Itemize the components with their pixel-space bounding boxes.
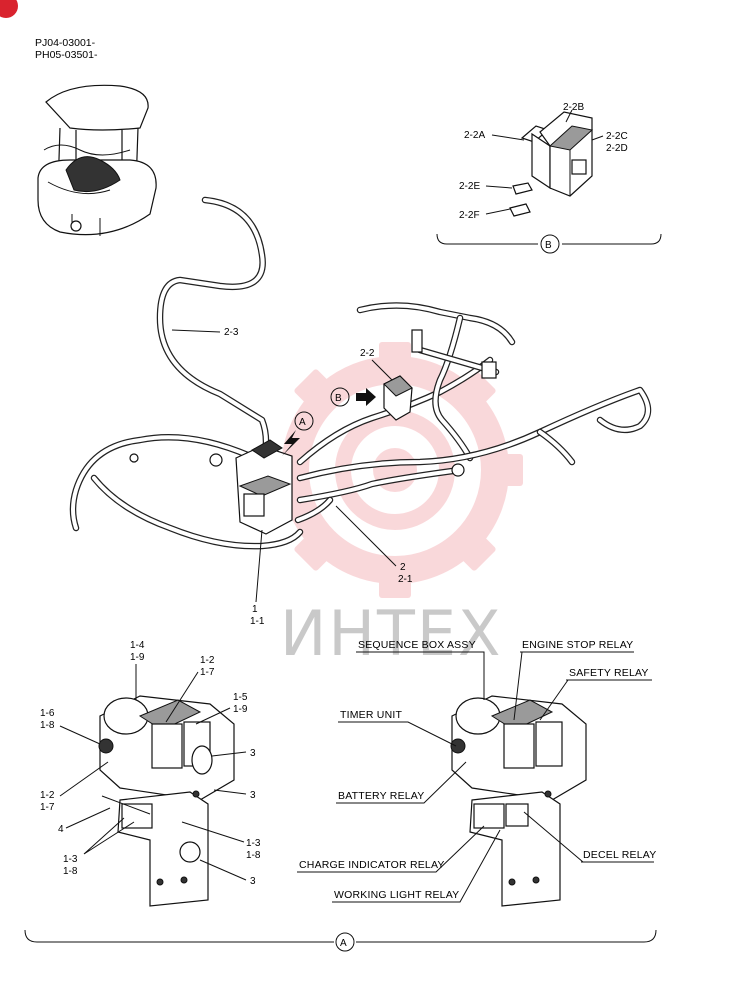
label-1-2b: 1-2 [40, 790, 55, 801]
label-2-2d: 2-2D [606, 143, 628, 154]
label-2-2b: 2-2B [563, 102, 584, 113]
label-2: 2 [400, 562, 406, 573]
label-2-2f: 2-2F [459, 210, 480, 221]
corner-badge [0, 0, 18, 18]
label-3b: 3 [250, 790, 256, 801]
view-b-marker-bottom: B [545, 240, 552, 251]
relay-callouts: SEQUENCE BOX ASSY ENGINE STOP RELAY SAFE… [297, 639, 656, 903]
label-1-3b: 1-3 [63, 854, 78, 865]
model-code-2: PH05-03501- [35, 49, 98, 61]
label-2-2e: 2-2E [459, 181, 480, 192]
callout-charge-indicator-relay: CHARGE INDICATOR RELAY [299, 859, 445, 871]
label-2-2a: 2-2A [464, 130, 485, 141]
label-2-2c: 2-2C [606, 131, 628, 142]
callout-safety-relay: SAFETY RELAY [569, 667, 649, 679]
label-1-4: 1-4 [130, 640, 145, 651]
label-1: 1 [252, 604, 258, 615]
label-3a: 3 [250, 748, 256, 759]
view-a-arrow: A [282, 411, 314, 456]
callout-battery-relay: BATTERY RELAY [338, 790, 424, 802]
label-1-5: 1-5 [233, 692, 248, 703]
label-3c: 3 [250, 876, 256, 887]
label-1-7a: 1-7 [200, 667, 215, 678]
label-1-9a: 1-9 [130, 652, 145, 663]
label-1-8a: 1-8 [40, 720, 55, 731]
view-b-marker-main: B [335, 393, 342, 404]
label-1-8c: 1-8 [63, 866, 78, 877]
relay-2-2-detail [509, 111, 594, 217]
view-a-marker-bottom: A [340, 938, 347, 949]
view-b-arrow: B [330, 387, 376, 407]
label-4: 4 [58, 824, 64, 835]
view-a-frame: A [24, 929, 657, 952]
label-1-9b: 1-9 [233, 704, 248, 715]
callout-engine-stop-relay: ENGINE STOP RELAY [522, 639, 633, 651]
label-1-1: 1-1 [250, 616, 265, 627]
label-1-7b: 1-7 [40, 802, 55, 813]
wiring-harness [69, 196, 652, 550]
view-a-marker-main: A [299, 417, 306, 428]
view-b-frame: B [436, 233, 662, 254]
machine-overview-illustration [37, 84, 157, 236]
callout-working-light-relay: WORKING LIGHT RELAY [334, 889, 459, 901]
label-2-3: 2-3 [224, 327, 239, 338]
label-1-6: 1-6 [40, 708, 55, 719]
sequence-box-right-detail [450, 695, 587, 907]
label-2-1: 2-1 [398, 574, 413, 585]
label-2-2-main: 2-2 [360, 348, 375, 359]
label-1-2a: 1-2 [200, 655, 215, 666]
watermark-text: ИНТЕХ [280, 597, 503, 670]
sequence-box-left-detail [98, 695, 235, 907]
callout-timer-unit: TIMER UNIT [340, 709, 402, 721]
label-1-8b: 1-8 [246, 850, 261, 861]
callout-decel-relay: DECEL RELAY [583, 849, 656, 861]
label-1-3a: 1-3 [246, 838, 261, 849]
callout-sequence-box-assy: SEQUENCE BOX ASSY [358, 639, 476, 651]
model-code-1: PJ04-03001- [35, 37, 96, 49]
